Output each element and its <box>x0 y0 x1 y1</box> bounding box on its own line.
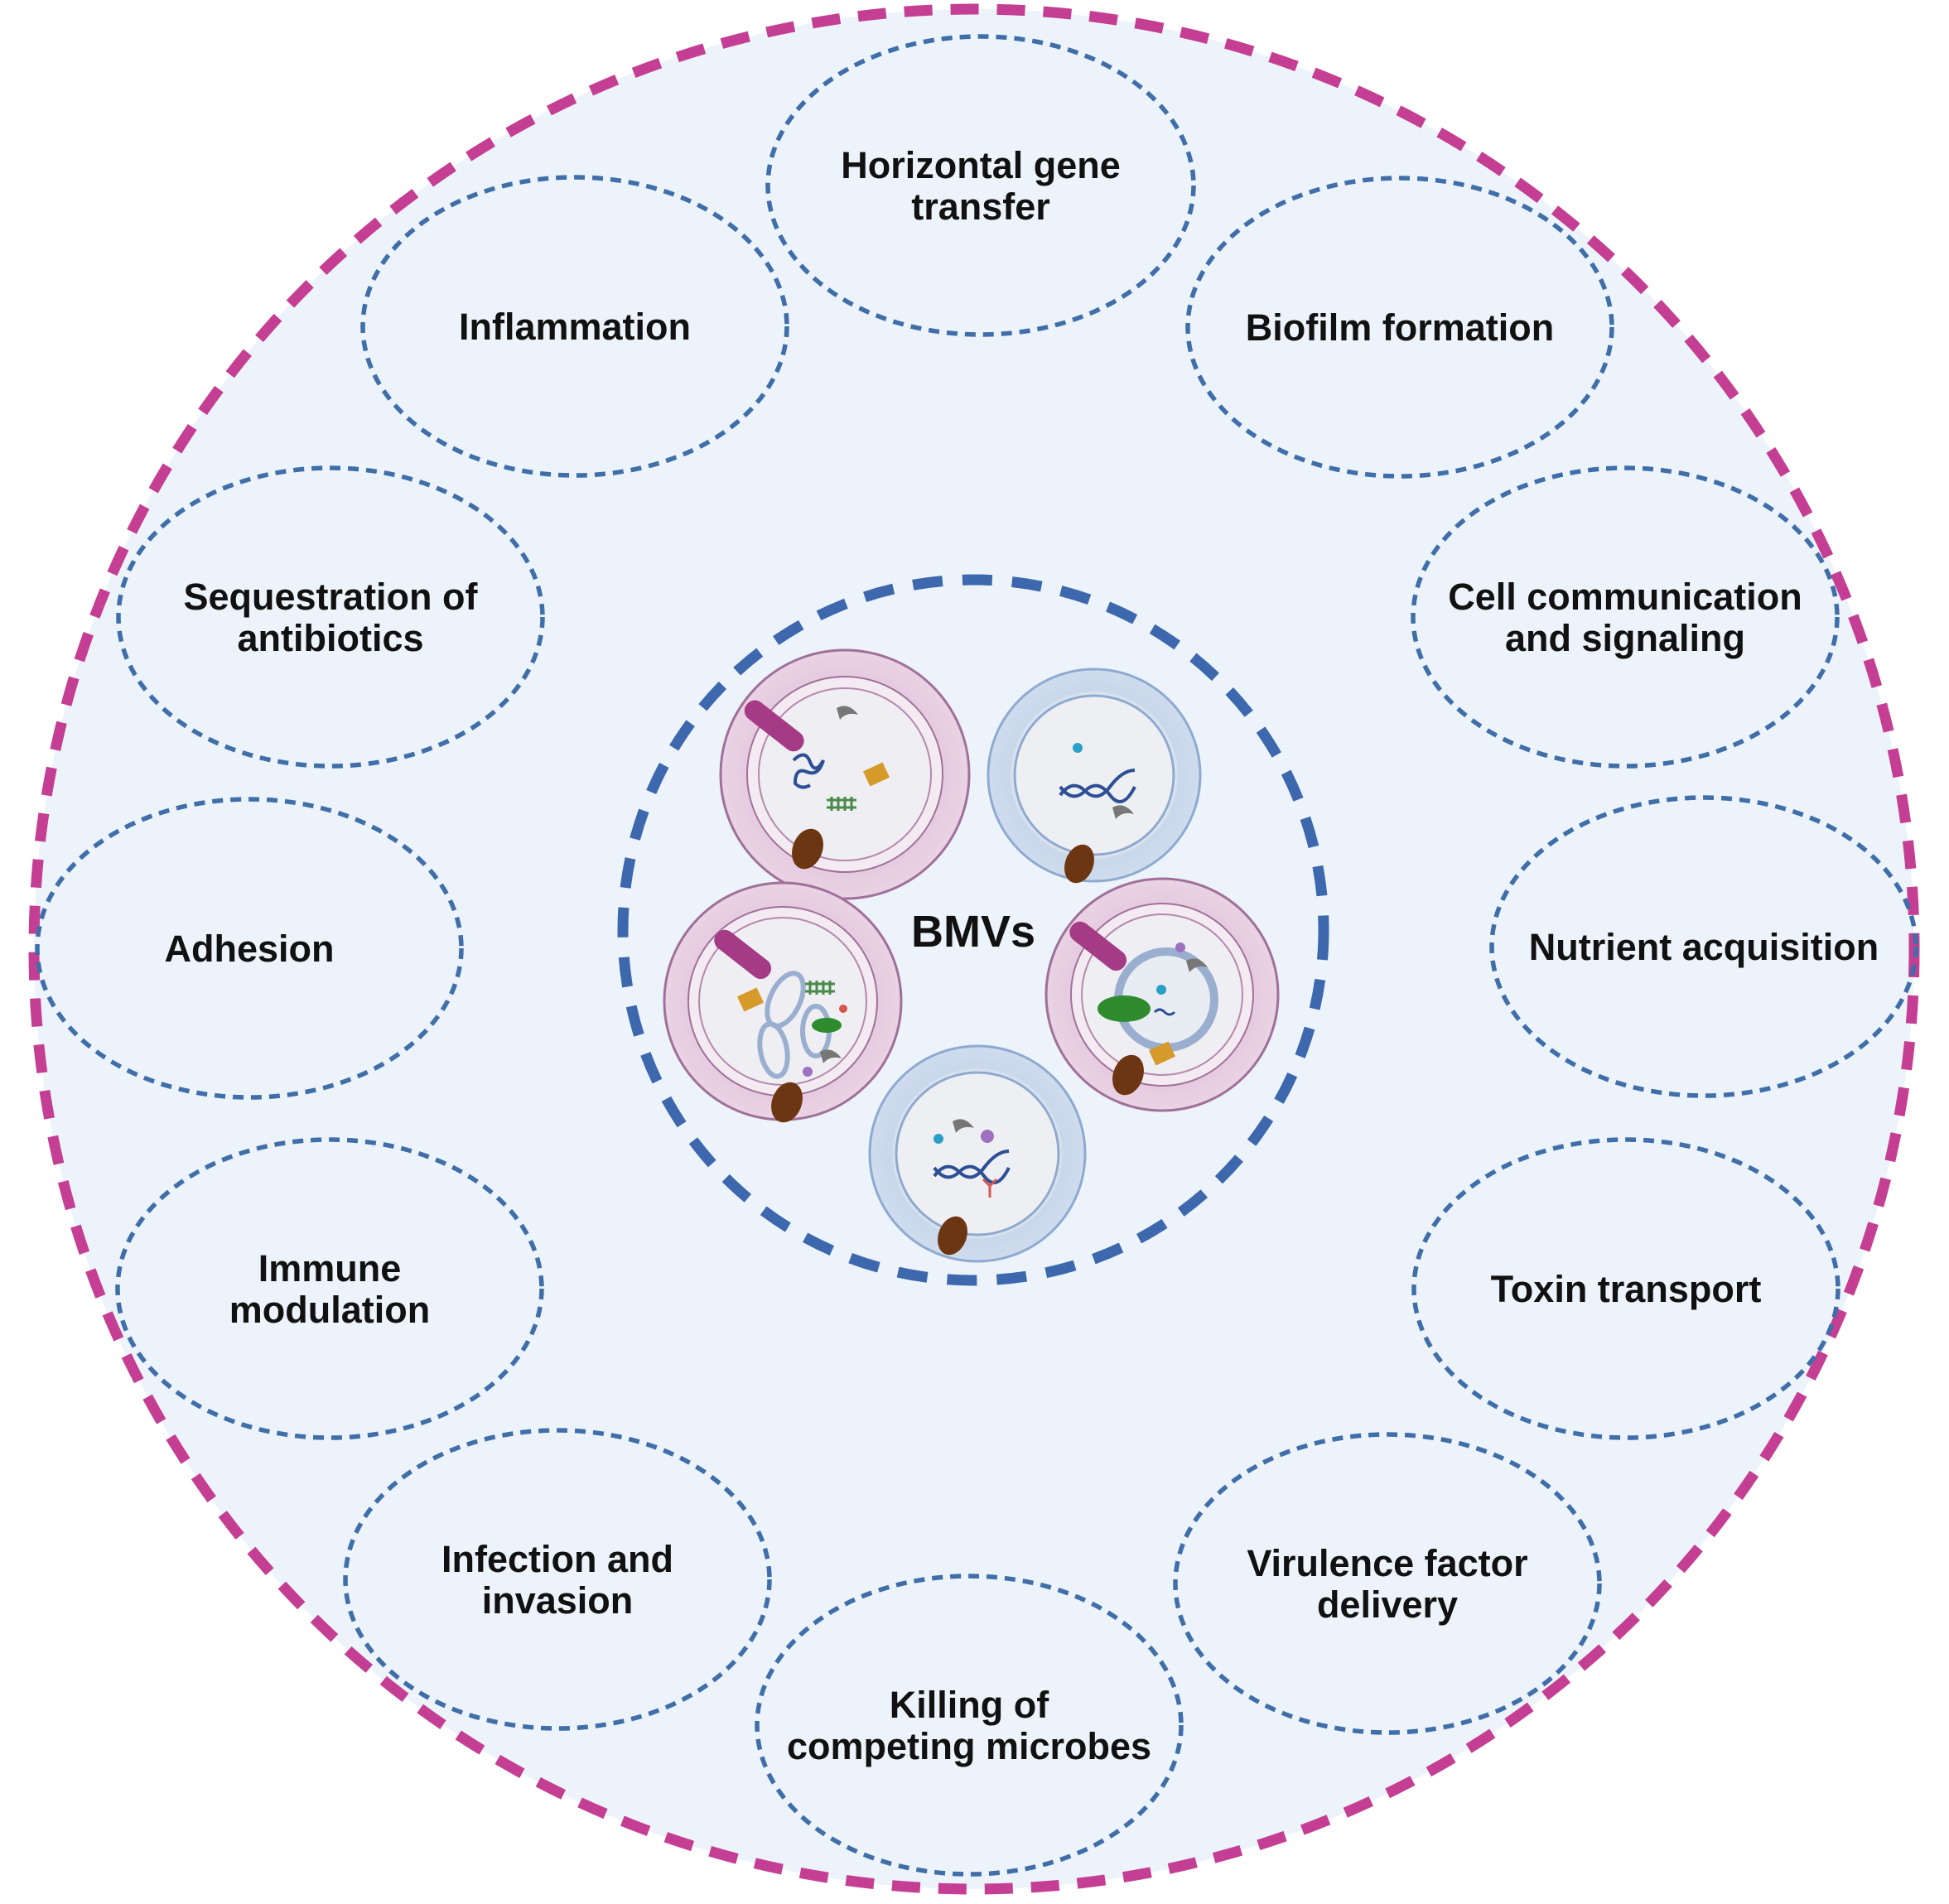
function-oval <box>343 1428 772 1731</box>
molecule-icon <box>981 1130 994 1143</box>
molecule-icon <box>1073 743 1083 753</box>
enzyme-icon <box>837 706 858 720</box>
function-oval <box>765 34 1196 337</box>
dna-fragment-icon <box>827 797 856 811</box>
outer-inner-membrane-vesicle <box>1044 877 1280 1112</box>
molecule-icon <box>1175 942 1185 952</box>
rna-icon <box>1153 1008 1176 1016</box>
function-label: antibiotics <box>237 617 423 659</box>
function-toxin-transport: Toxin transport <box>1411 1137 1840 1440</box>
function-label: transfer <box>911 186 1050 228</box>
chlorophyll-like-icon <box>812 1018 842 1033</box>
porin-icon <box>1069 921 1127 971</box>
function-oval <box>1411 1137 1840 1440</box>
function-label: Biofilm formation <box>1246 306 1554 349</box>
function-label: Killing of <box>890 1684 1049 1726</box>
function-oval <box>1185 176 1614 479</box>
function-oval <box>360 175 789 478</box>
function-oval <box>1411 465 1840 769</box>
function-label: Nutrient acquisition <box>1529 926 1879 968</box>
protein-icon <box>862 762 890 787</box>
vesicle-group <box>663 648 1280 1263</box>
chlorophyll-like-icon <box>1098 995 1151 1022</box>
dna-icon <box>933 1150 1011 1184</box>
protein-icon <box>736 987 765 1012</box>
function-label: Infection and <box>441 1538 673 1580</box>
molecule-icon <box>1156 985 1166 995</box>
function-nutrient-acquisition: Nutrient acquisition <box>1489 795 1918 1098</box>
porin-icon <box>744 700 804 752</box>
lipoprotein-icon <box>938 1216 967 1256</box>
function-label: Immune <box>258 1247 402 1289</box>
lipoprotein-icon <box>771 1082 803 1123</box>
function-adhesion: Adhesion <box>35 797 464 1100</box>
function-label: Horizontal gene <box>841 144 1121 186</box>
function-label: competing microbes <box>787 1725 1151 1767</box>
protein-icon <box>1148 1041 1176 1066</box>
enzyme-icon <box>1112 805 1134 819</box>
function-inflammation: Inflammation <box>360 175 789 478</box>
gram-positive-vesicle-bottom <box>868 1044 1087 1263</box>
function-label: Toxin transport <box>1491 1268 1762 1310</box>
lipoprotein-icon <box>792 828 823 870</box>
molecule-icon <box>803 1067 813 1077</box>
function-label: modulation <box>229 1289 430 1331</box>
enzyme-icon <box>953 1119 974 1133</box>
function-label: Inflammation <box>459 306 691 348</box>
function-label: delivery <box>1317 1583 1458 1626</box>
double-membrane-vesicle <box>663 881 903 1123</box>
center-label-bmvs: BMVs <box>911 907 1035 957</box>
enzyme-icon <box>820 1049 842 1063</box>
antibody-icon <box>982 1178 998 1198</box>
function-label: and signaling <box>1505 617 1745 659</box>
dna-fragment-icon <box>805 981 835 995</box>
molecule-icon <box>933 1134 943 1144</box>
function-oval <box>116 465 545 769</box>
rna-icon <box>792 753 825 789</box>
enzyme-icon <box>1186 958 1208 972</box>
function-oval <box>35 797 464 1100</box>
function-label: Sequestration of <box>183 576 478 618</box>
function-label: Virulence factor <box>1247 1542 1527 1584</box>
function-label: Adhesion <box>164 928 334 970</box>
porin-icon <box>714 929 772 980</box>
function-oval <box>1173 1432 1602 1735</box>
function-label: Cell communication <box>1448 576 1802 618</box>
bmv-inner-circle <box>617 574 1329 1286</box>
inner-vesicle-icon <box>757 1021 790 1079</box>
gram-negative-vesicle <box>719 648 971 900</box>
function-oval <box>1489 795 1918 1098</box>
function-oval <box>115 1137 544 1440</box>
lipoprotein-icon <box>1064 844 1094 884</box>
function-label: invasion <box>482 1579 634 1622</box>
function-oval <box>755 1574 1184 1877</box>
dna-icon <box>1059 769 1136 803</box>
lipoprotein-icon <box>1112 1054 1144 1096</box>
molecule-icon <box>839 1005 847 1013</box>
function-biofilm-formation: Biofilm formation <box>1185 176 1614 479</box>
gram-positive-vesicle <box>987 668 1202 884</box>
